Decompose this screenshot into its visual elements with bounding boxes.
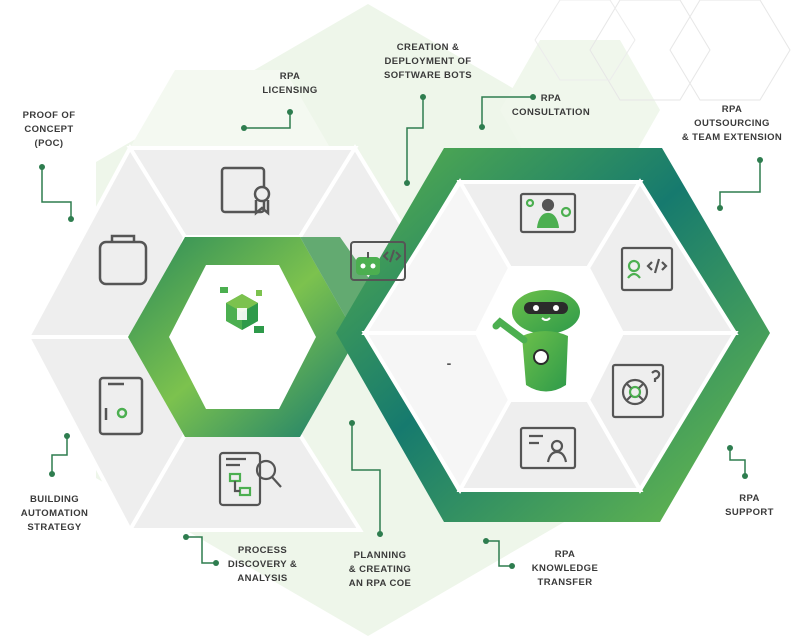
label-building-automation: BUILDING AUTOMATION STRATEGY: [20, 494, 89, 533]
briefcase-icon: [98, 234, 148, 286]
lifebuoy-question-icon: [611, 363, 665, 419]
label-creation-deployment: CREATION & DEPLOYMENT OF SOFTWARE BOTS: [383, 42, 473, 81]
label-rpa-support: RPA SUPPORT: [725, 493, 774, 518]
connector-lines: [41, 96, 761, 567]
consultant-screen-icon: [519, 192, 577, 234]
label-process-discovery: PROCESS DISCOVERY & ANALYSIS: [227, 545, 298, 584]
connector-dots: [39, 94, 763, 569]
label-knowledge-transfer: RPA KNOWLEDGE TRANSFER: [531, 549, 599, 588]
right-hub: [336, 148, 770, 522]
robot-code-icon: [350, 241, 406, 281]
green-cube-logo-icon: [220, 287, 264, 333]
left-hub: [24, 144, 474, 535]
certificate-badge-icon: [220, 166, 271, 216]
green-robot-mascot-icon: [492, 290, 580, 392]
connector-dash-mark: -: [447, 355, 452, 371]
label-rpa-outsourcing: RPA OUTSOURCING & TEAM EXTENSION: [681, 104, 783, 143]
label-rpa-licensing: RPA LICENSING: [262, 71, 318, 96]
label-rpa-consultation: RPA CONSULTATION: [511, 93, 591, 118]
label-planning-coe: PLANNING & CREATING AN RPA CoE: [348, 550, 412, 589]
label-proof-of-concept: PROOF OF CONCEPT (POC): [22, 110, 76, 149]
developer-code-icon: [620, 246, 674, 292]
strategy-document-gear-icon: [98, 376, 144, 436]
knowledge-user-screen-icon: [519, 426, 577, 470]
process-magnifier-icon: [218, 451, 282, 507]
